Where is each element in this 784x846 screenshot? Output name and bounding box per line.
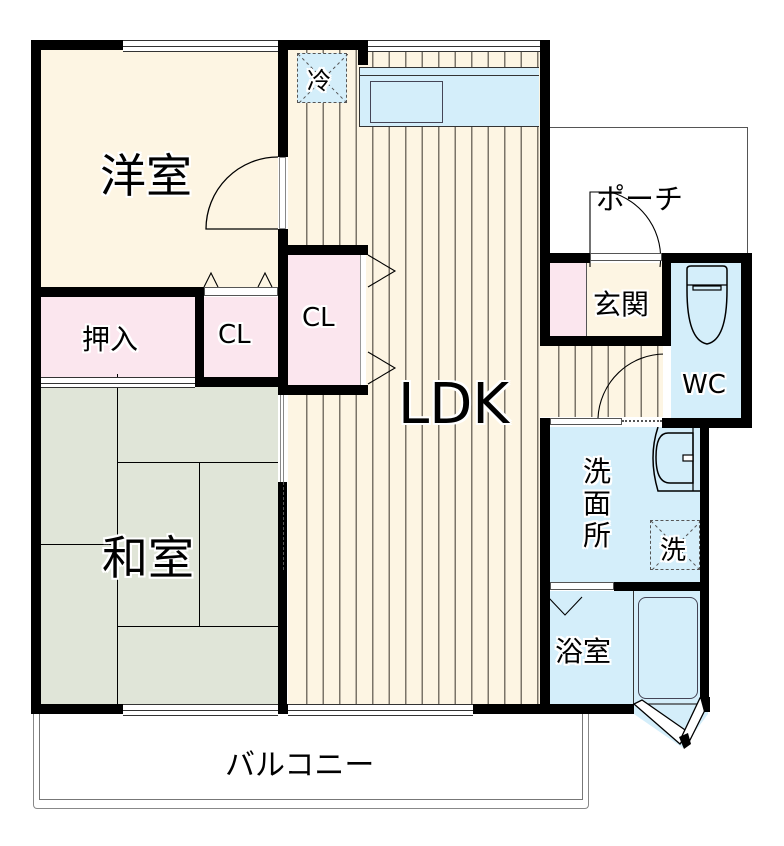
hallway	[540, 337, 665, 417]
closet-oshiire-label: 押入	[82, 323, 139, 356]
bathroom-label: 浴室	[555, 635, 612, 668]
western-room-label: 洋室	[100, 149, 192, 203]
japanese-room-label: 和室	[102, 531, 194, 585]
washroom-label-2: 面	[583, 487, 612, 520]
washroom-label-3: 所	[583, 519, 612, 552]
entrance	[586, 263, 663, 336]
balcony-label: バルコニー	[225, 748, 375, 783]
closet-ldk	[288, 255, 362, 385]
washroom	[548, 427, 702, 587]
japanese-room	[41, 386, 278, 704]
bathtub-icon	[638, 597, 698, 699]
closet-small-label: CL	[218, 320, 251, 350]
closet-oshiire	[41, 297, 195, 377]
closet-small	[204, 297, 278, 377]
closet-ldk-label: CL	[302, 303, 335, 333]
refrigerator-label: 冷	[307, 67, 331, 95]
washing-machine-label: 洗	[660, 536, 687, 566]
balcony	[33, 712, 589, 809]
washbasin-icon	[648, 427, 700, 493]
washroom-label-1: 洗	[583, 455, 612, 488]
window-japanese-room	[123, 704, 278, 716]
refrigerator	[297, 53, 348, 104]
ldk-label: LDK	[398, 372, 510, 437]
porch-label: ポーチ	[596, 182, 684, 216]
window-ldk	[288, 704, 473, 716]
washing-machine-space	[650, 520, 701, 571]
window-western-room	[123, 40, 278, 52]
window-kitchen	[368, 40, 540, 52]
wc-label: WC	[682, 370, 726, 400]
kitchen-counter	[359, 67, 539, 127]
porch	[546, 127, 748, 267]
entrance-label: 玄関	[593, 288, 650, 321]
shoe-closet	[550, 263, 586, 336]
toilet-icon	[684, 265, 730, 347]
sink	[370, 81, 443, 123]
